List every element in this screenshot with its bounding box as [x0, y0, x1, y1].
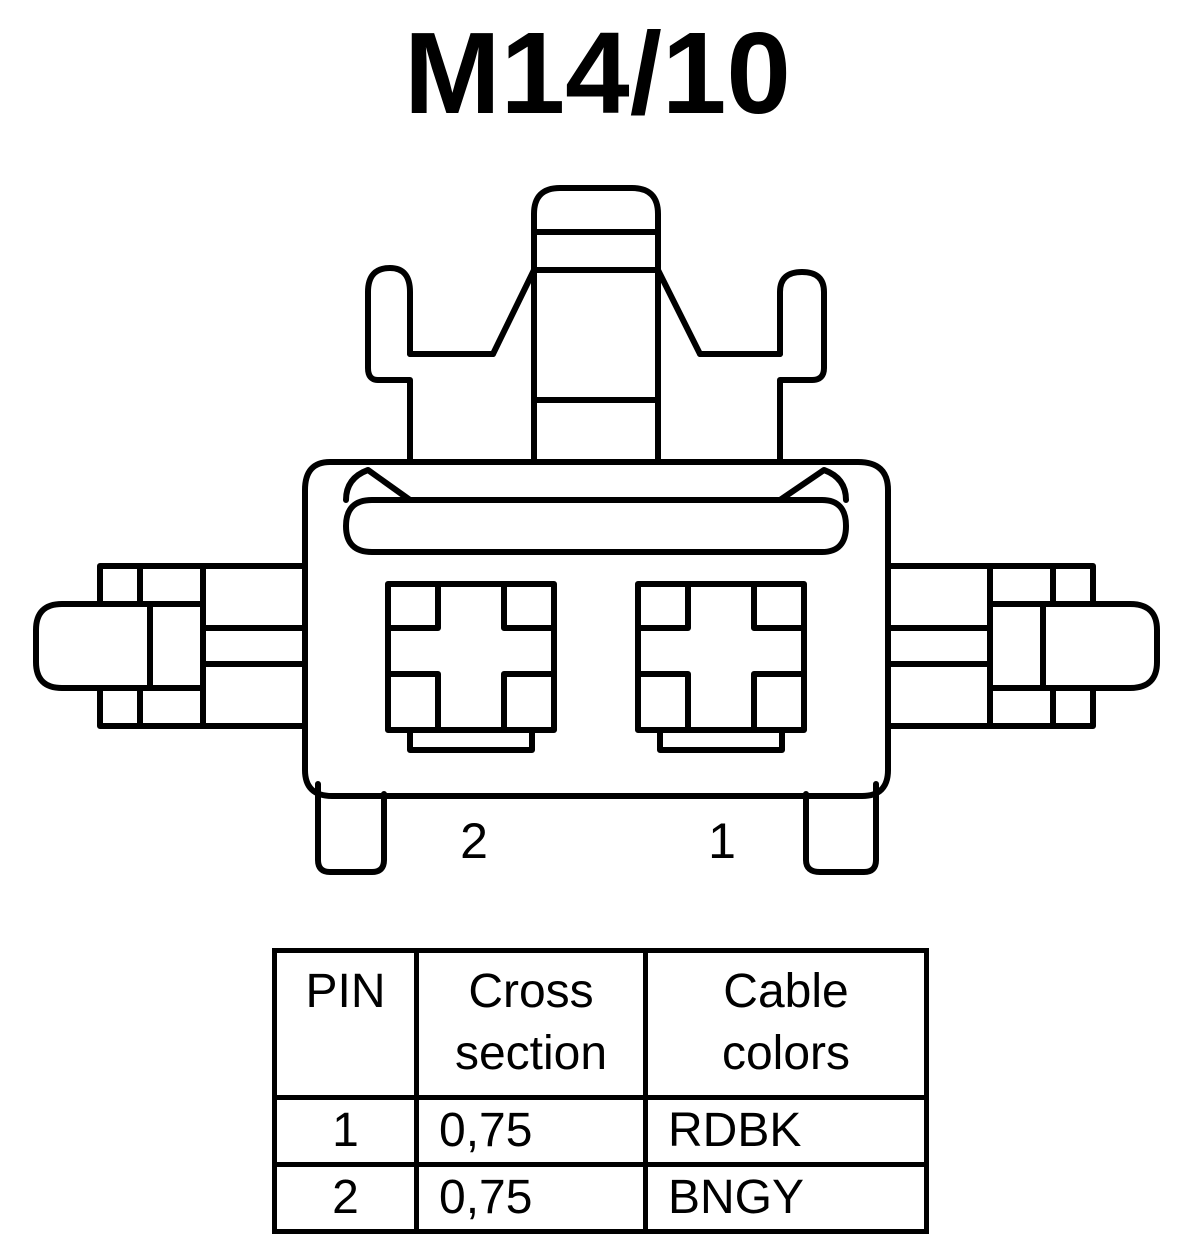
pin-cavity-2 — [385, 581, 557, 753]
table-row: 1 0,75 RDBK — [272, 1095, 929, 1167]
header-cross-section-line-1: Cross — [468, 965, 594, 1018]
header-pin: PIN — [272, 948, 419, 1100]
cell-pin: 2 — [272, 1162, 419, 1234]
pin-label-2: 2 — [460, 813, 488, 869]
connector-housing — [302, 459, 891, 875]
cell-cable-color: BNGY — [643, 1162, 929, 1234]
table-header-row: PIN Cross section Cable colors — [272, 948, 929, 1100]
right-cable-grommet — [885, 563, 1160, 729]
connector-top-cover — [365, 265, 827, 503]
cell-cross-section: 0,75 — [414, 1162, 648, 1234]
connector-title: M14/10 — [404, 8, 791, 138]
header-cable-colors: Cable colors — [643, 948, 929, 1100]
latch-tab — [490, 185, 703, 503]
pin-table: PIN Cross section Cable colors 1 0,75 RD… — [272, 948, 929, 1234]
cell-cross-section: 0,75 — [414, 1095, 648, 1167]
cell-pin: 1 — [272, 1095, 419, 1167]
pin-label-1: 1 — [708, 813, 736, 869]
left-cable-grommet — [33, 563, 308, 729]
header-cable-colors-line-2: colors — [721, 1027, 851, 1080]
cell-cable-color: RDBK — [643, 1095, 929, 1167]
header-cross-section: Cross section — [414, 948, 648, 1100]
pin-cavity-1 — [635, 581, 807, 753]
header-cross-section-line-2: section — [454, 1027, 608, 1080]
header-cable-colors-line-1: Cable — [723, 965, 849, 1018]
table-row: 2 0,75 BNGY — [272, 1162, 929, 1234]
